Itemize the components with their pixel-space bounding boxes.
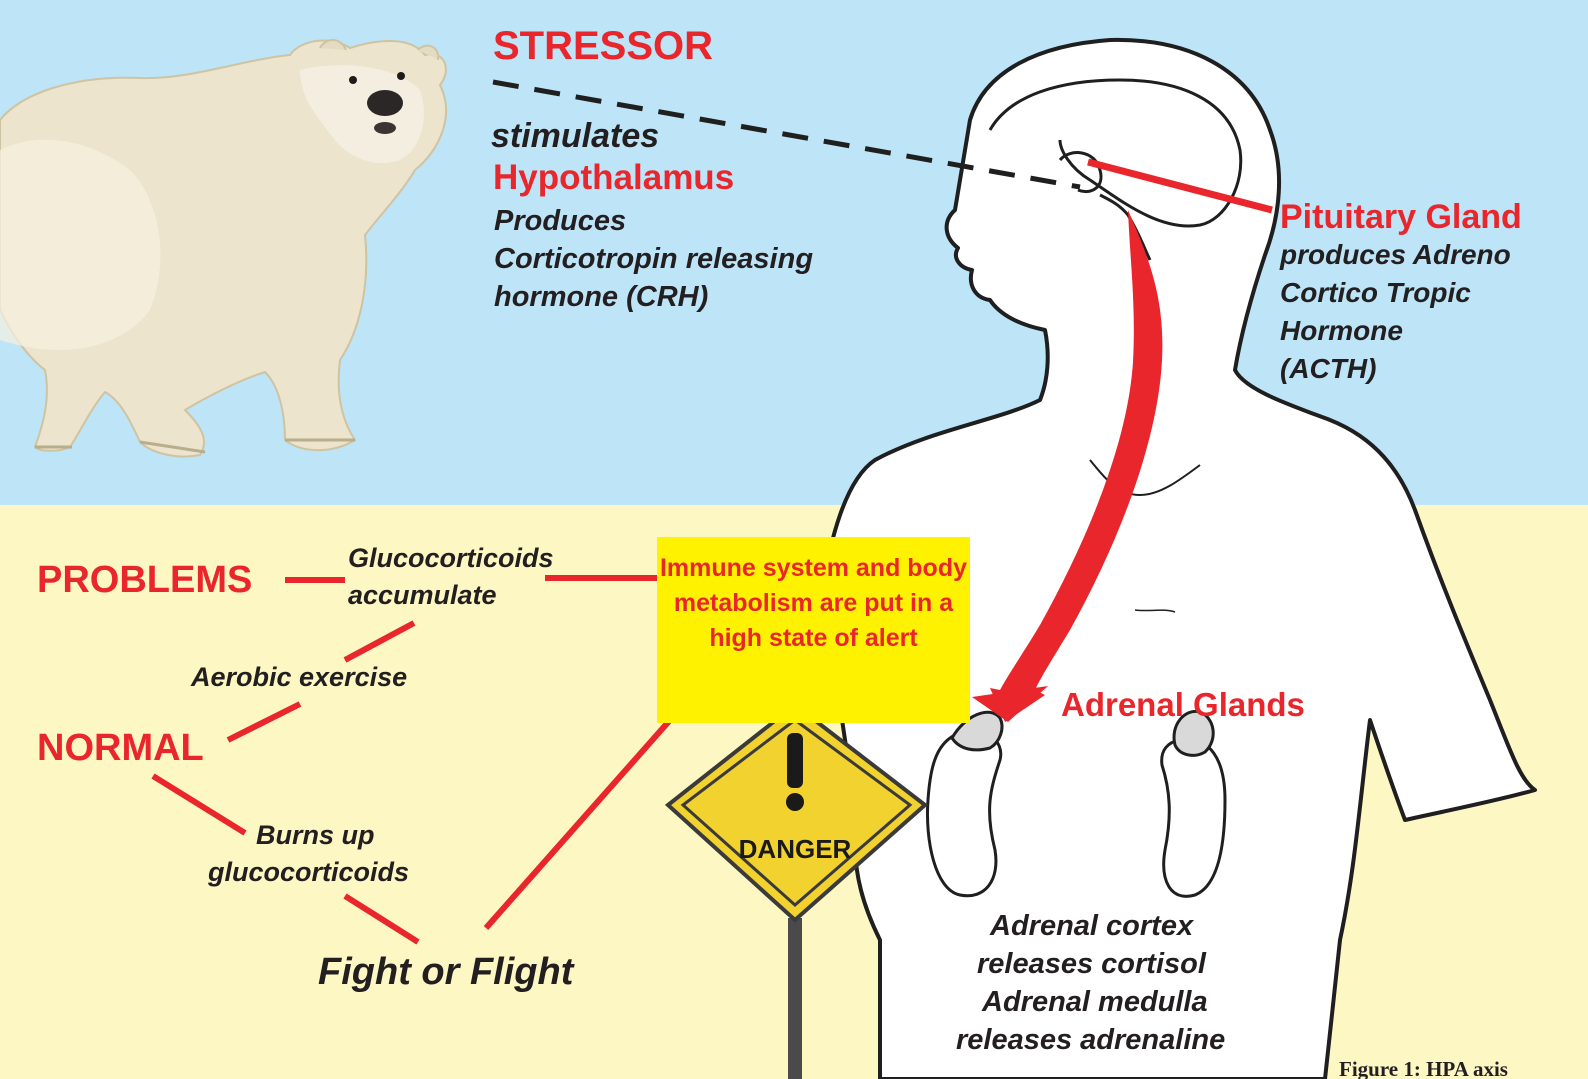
acth-line-3: Hormone <box>1280 315 1403 347</box>
polar-bear-image <box>0 40 446 457</box>
acth-line-1: produces Adreno <box>1280 239 1511 271</box>
alert-box: Immune system and body metabolism are pu… <box>657 537 970 723</box>
glucocorticoids-line-1: Glucocorticoids <box>348 543 554 574</box>
stimulates-label: stimulates <box>491 117 659 156</box>
glucocorticoids-line-2: accumulate <box>348 580 497 611</box>
crh-line-1: Produces <box>494 205 626 238</box>
adrenal-line-3: Adrenal medulla <box>982 986 1208 1019</box>
crh-line-3: hormone (CRH) <box>494 281 708 314</box>
normal-label: NORMAL <box>37 727 204 770</box>
burns-line-2: glucocorticoids <box>208 857 409 888</box>
pituitary-title: Pituitary Gland <box>1280 198 1522 237</box>
adrenal-line-2: releases cortisol <box>977 948 1206 981</box>
adrenal-title: Adrenal Glands <box>1061 686 1305 724</box>
fight-or-flight-label: Fight or Flight <box>318 951 573 994</box>
problems-label: PROBLEMS <box>37 559 252 602</box>
acth-line-2: Cortico Tropic <box>1280 277 1471 309</box>
crh-line-2: Corticotropin releasing <box>494 243 813 276</box>
alert-text: Immune system and body metabolism are pu… <box>657 537 970 656</box>
danger-label: DANGER <box>739 834 852 864</box>
adrenal-line-1: Adrenal cortex <box>990 910 1193 943</box>
figure-caption: Figure 1: HPA axis <box>1339 1057 1508 1079</box>
hypothalamus-title: Hypothalamus <box>493 158 734 198</box>
burns-line-1: Burns up <box>256 820 375 851</box>
acth-line-4: (ACTH) <box>1280 353 1376 385</box>
aerobic-label: Aerobic exercise <box>191 662 407 693</box>
adrenal-line-4: releases adrenaline <box>956 1024 1225 1057</box>
stressor-title: STRESSOR <box>493 24 713 69</box>
